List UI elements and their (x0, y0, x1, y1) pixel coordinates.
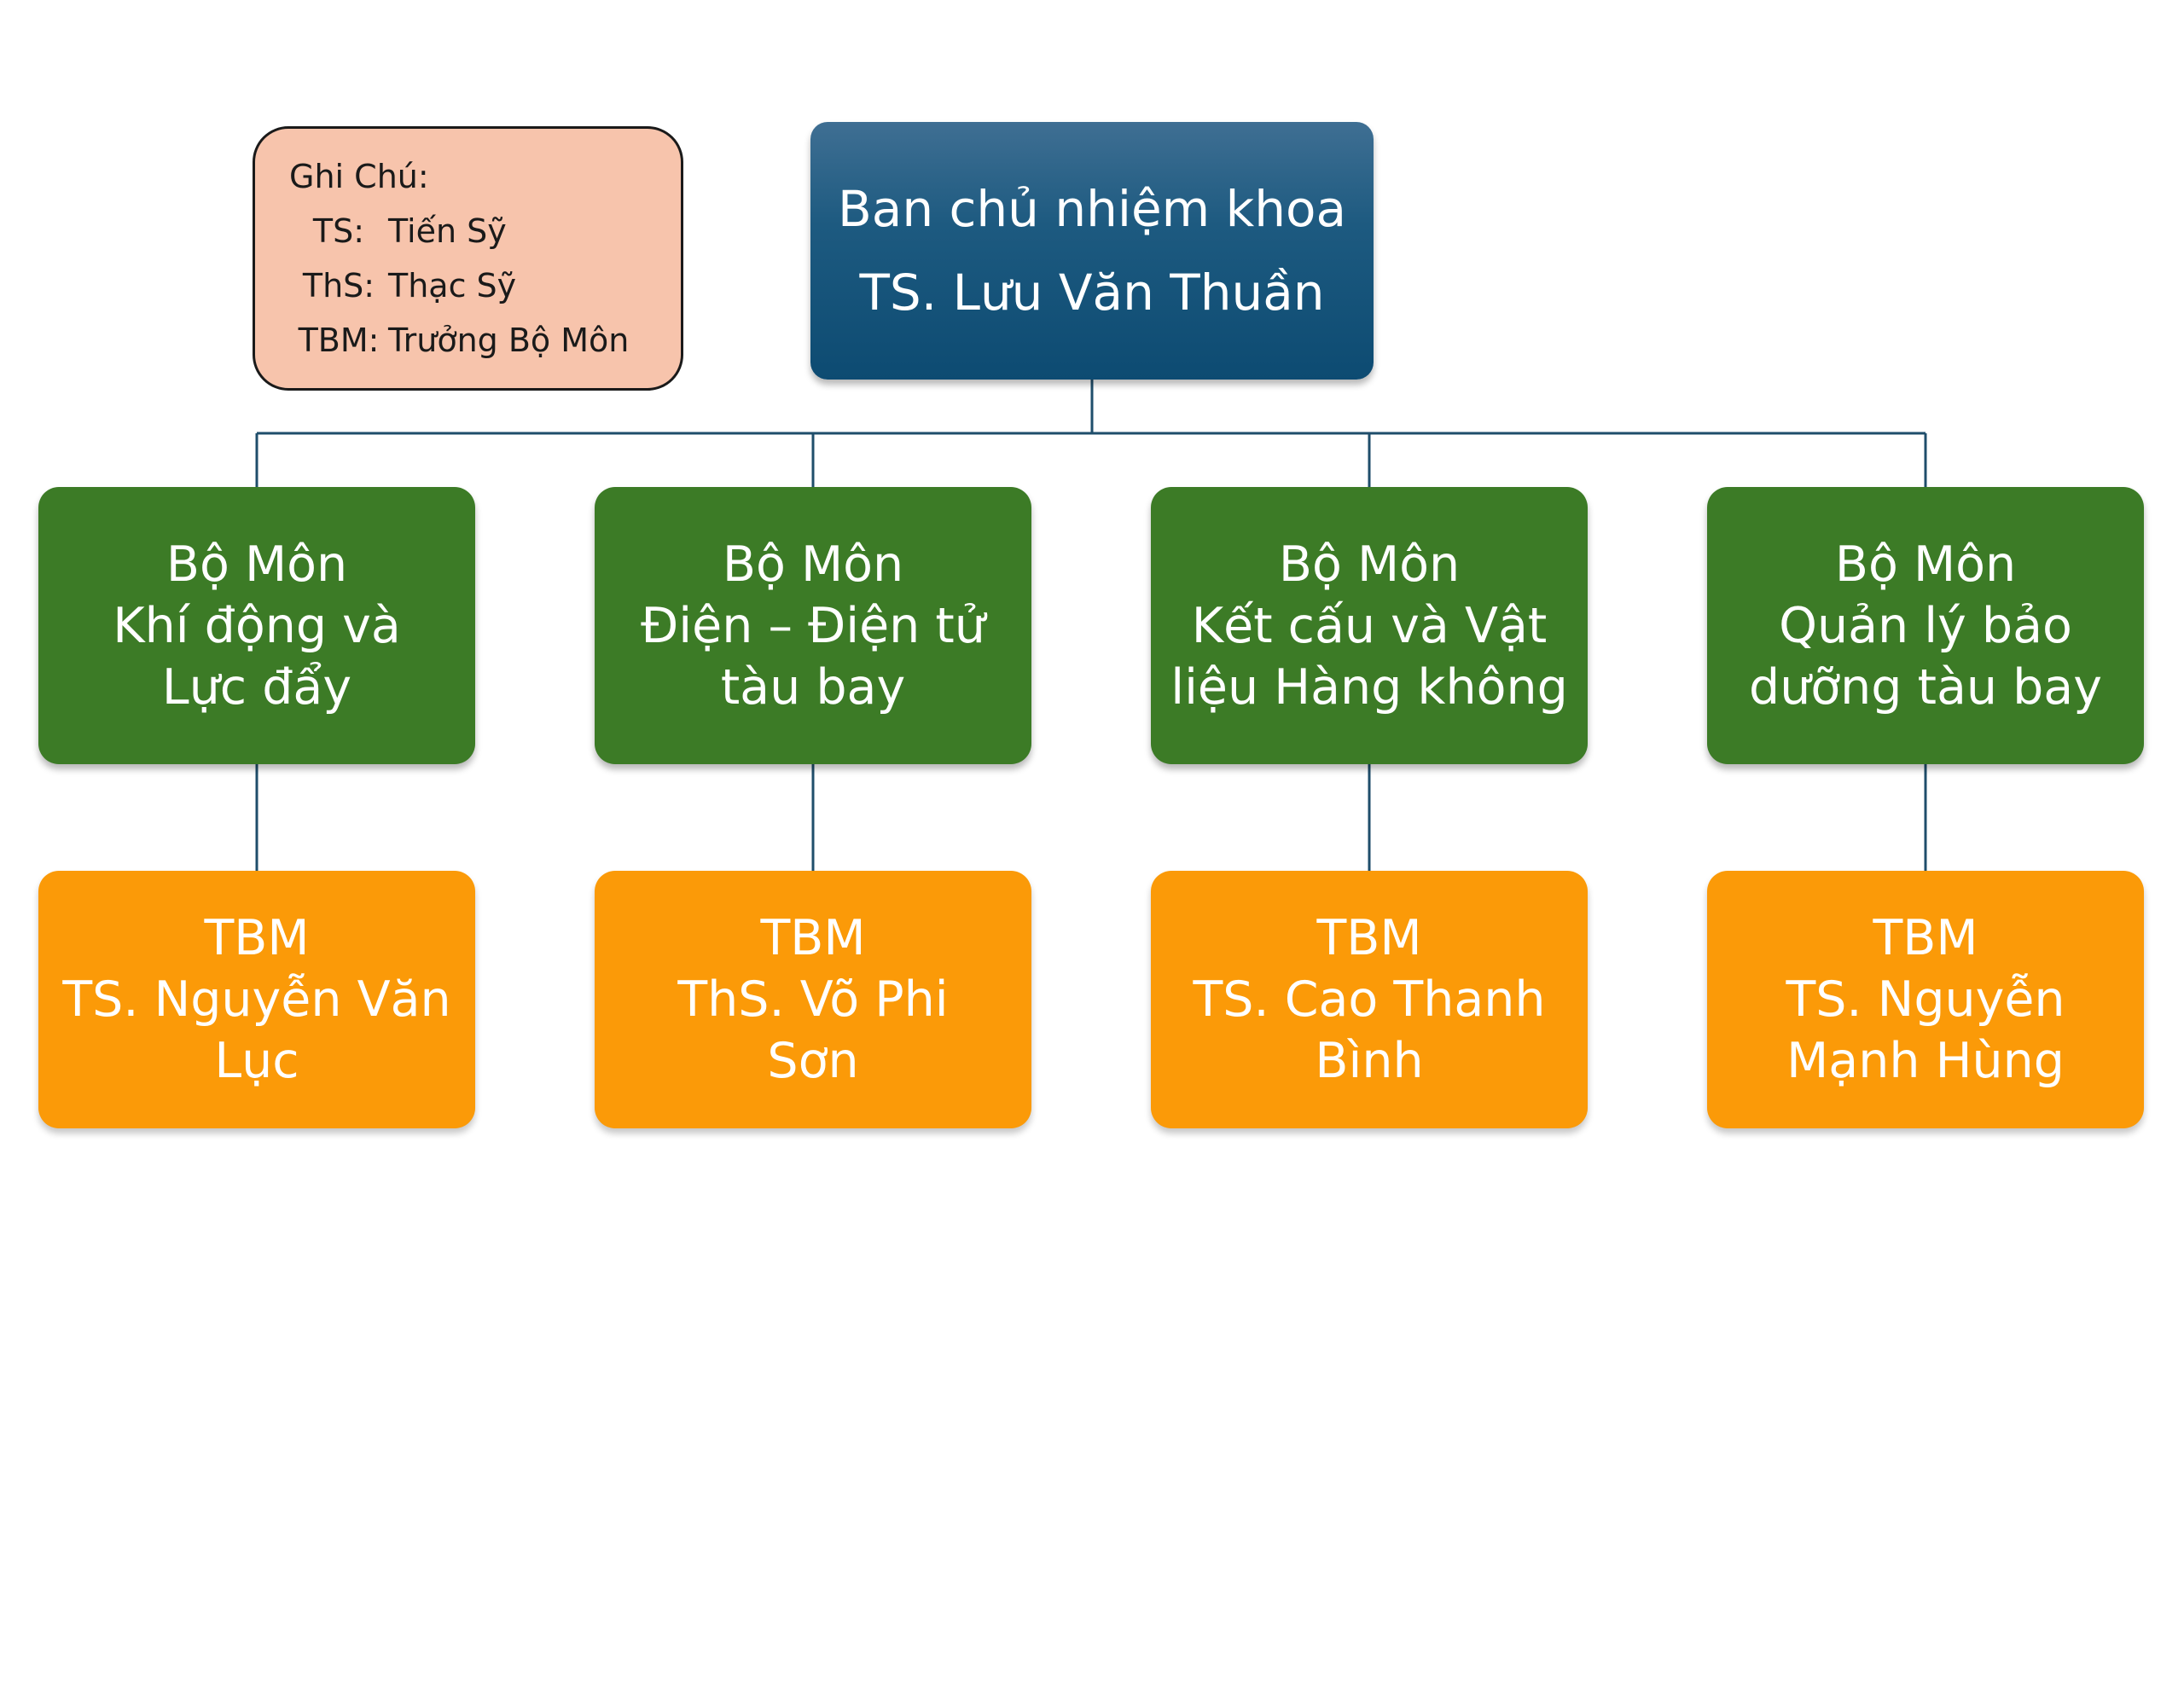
department-node-aerodynamics: Bộ Môn Khí động và Lực đẩy (38, 487, 475, 764)
node-line: TS. Cao Thanh (1193, 971, 1546, 1028)
legend-abbr: TBM: (298, 322, 380, 359)
department-node-maintenance: Bộ Môn Quản lý bảo dưỡng tàu bay (1707, 487, 2144, 764)
node-line: Bình (1315, 1033, 1424, 1089)
node-line: dưỡng tàu bay (1749, 658, 2102, 716)
node-line: ThS. Võ Phi (677, 971, 949, 1028)
legend-title: Ghi Chú: (289, 158, 429, 195)
node-line: Kết cấu và Vật (1191, 597, 1548, 654)
node-line: Bộ Môn (1278, 536, 1461, 593)
department-head-node-2: TBM ThS. Võ Phi Sơn (595, 871, 1031, 1128)
legend-abbr: ThS: (302, 267, 375, 304)
node-line: Mạnh Hùng (1786, 1033, 2065, 1089)
faculty-board-node: Ban chủ nhiệm khoa TS. Lưu Văn Thuần (810, 122, 1374, 380)
legend-abbr: TS: (312, 212, 365, 250)
node-line: Bộ Môn (166, 536, 348, 593)
department-node-avionics: Bộ Môn Điện – Điện tử tàu bay (595, 487, 1031, 764)
node-line: TBM (1316, 910, 1422, 966)
node-line: TS. Nguyễn (1786, 971, 2065, 1028)
node-line: tàu bay (720, 658, 906, 716)
node-line: Quản lý bảo (1779, 597, 2072, 654)
node-line: TS. Lưu Văn Thuần (859, 264, 1325, 322)
department-head-node-4: TBM TS. Nguyễn Mạnh Hùng (1707, 871, 2144, 1128)
node-line: Bộ Môn (1834, 536, 2017, 593)
legend-box: Ghi Chú: TS: Tiến Sỹ ThS: Thạc Sỹ TBM: T… (253, 126, 683, 391)
legend-item-tbm: TBM: Trưởng Bộ Môn (289, 313, 630, 368)
node-line: TBM (760, 910, 866, 966)
legend-meaning: Tiến Sỹ (388, 212, 507, 250)
node-line: Sơn (767, 1033, 859, 1089)
legend-meaning: Thạc Sỹ (388, 267, 517, 304)
department-head-node-3: TBM TS. Cao Thanh Bình (1151, 871, 1588, 1128)
legend-item-ths: ThS: Thạc Sỹ (289, 258, 516, 313)
node-line: Khí động và (113, 597, 401, 654)
legend-item-ts: TS: Tiến Sỹ (289, 204, 507, 258)
node-line: Lực đẩy (161, 658, 352, 716)
node-line: TBM (204, 910, 310, 966)
department-node-structures: Bộ Môn Kết cấu và Vật liệu Hàng không (1151, 487, 1588, 764)
department-head-node-1: TBM TS. Nguyễn Văn Lục (38, 871, 475, 1128)
node-line: TBM (1873, 910, 1978, 966)
node-line: Lục (214, 1033, 299, 1089)
node-line: TS. Nguyễn Văn (62, 971, 451, 1028)
node-line: Bộ Môn (722, 536, 904, 593)
legend-meaning: Trưởng Bộ Môn (388, 322, 630, 359)
node-line: liệu Hàng không (1170, 658, 1568, 716)
node-line: Ban chủ nhiệm khoa (837, 180, 1346, 238)
node-line: Điện – Điện tử (641, 597, 985, 654)
